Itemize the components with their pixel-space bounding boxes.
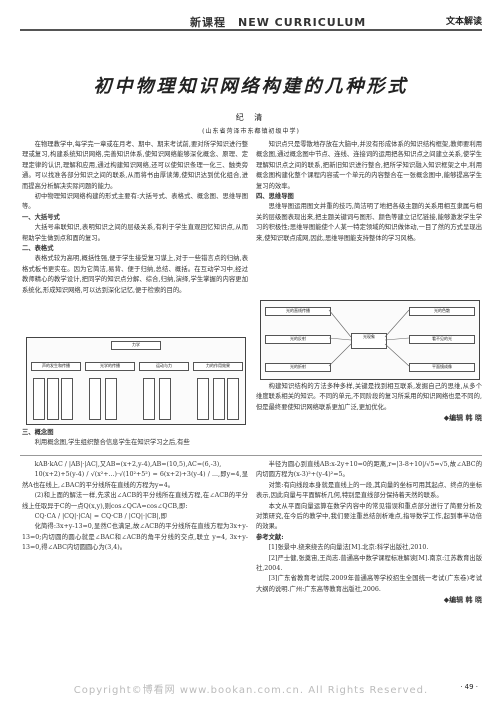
column-math-right: 半径为圆心到直线AB:x-2y+10=0的距离,r=|3-8+10|/√5=√5…: [256, 460, 482, 606]
section-heading: 一、大括号式: [22, 213, 60, 221]
copyright-watermark: Copyright©博看网 www.bookan.com.cn. All Rig…: [73, 685, 429, 696]
tree-branch: 运动与力: [139, 362, 189, 371]
article-separator: [20, 455, 482, 456]
map-connectors: [328, 309, 410, 367]
map-node: 看不见的光: [409, 335, 475, 344]
paragraph: 构建知识结构的方法多种多样,关键是找到相互联系,发掘自己的思维,从多个维度联系相…: [256, 383, 482, 411]
tree-leaf: [61, 378, 73, 420]
paragraph: 本文从平面向量运算在数学内容中的常见错误和重点部分进行了简要分析及对策研究,在今…: [256, 502, 482, 531]
tree-branch: 光学的传播: [85, 362, 135, 371]
reference-item: [3]广东省教育考试院.2009年普通高等学校招生全国统一考试(广东卷)考试大纲…: [256, 575, 482, 593]
paragraph: 半径为圆心到直线AB:x-2y+10=0的距离,r=|3-8+10|/√5=√5…: [256, 461, 482, 479]
references-heading: 参考文献:: [256, 533, 284, 541]
reference-item: [2]严士健,张奠宙,王尚志.普通高中数学课程标准解读[M].南京:江苏教育出版…: [256, 554, 482, 573]
column-left-bottom: 三、概念图 利用概念图,学生组织整合信息学生在知识学习之后,有些: [22, 428, 248, 449]
reference-item: [1]张景中.绕来绕去的向量法[M].北京:科学出版社,2010.: [268, 544, 429, 552]
paragraph: CQ·CA / |CQ|·|CA| = CQ·CB / |CQ|·|CB|,即: [34, 513, 167, 521]
tree-leaf: [213, 378, 225, 420]
paragraph: 知识点只是零散地存放在大脑中,并没有形成体系的知识结构框架,教师要利用概念图,通…: [256, 141, 482, 190]
paragraph: 对策:有向线段本身就是直线上的一段,其向量的坐标可用其起点、终点的坐标表示,因此…: [256, 481, 482, 500]
tree-branch: 声的发生和传播: [31, 362, 81, 371]
journal-name: 新课程 NEW CURRICULUM: [190, 16, 367, 29]
paragraph: (2)和上面的解法一样,先求出∠ACB的平分线所在直线方程,在∠ACB的平分线上…: [22, 492, 248, 510]
paragraph: 表格式较为高明,概括性强,便于学生接受复习谋上,对于一些错言点的归纳,表格式板书…: [22, 255, 248, 294]
column-right-bottom: 构建知识结构的方法多种多样,关键是找到相互联系,发掘自己的思维,从多个维度联系相…: [256, 382, 482, 424]
tree-leaf: [33, 378, 45, 420]
tree-leaf: [47, 378, 59, 420]
figure-mind-map: 光现象 光的直线传播 光的反射 光的折射 光的色散 看不见的光 平面镜成像: [260, 300, 480, 380]
section-name: 文本解读: [445, 17, 482, 27]
article-affiliation: (山东省菏泽市东都镇初级中学): [202, 128, 300, 135]
tree-leaf: [159, 378, 171, 420]
paragraph: 大括号串联知识,表明知识之间的层级关系,有利于学生直观回忆知识点,从而帮助学生做…: [22, 224, 248, 242]
map-node: 光的反射: [265, 335, 331, 344]
map-center: 光现象: [351, 333, 387, 349]
page-number: · 49 ·: [460, 683, 478, 691]
map-node: 光的折射: [265, 363, 331, 372]
header-rule: [20, 29, 482, 31]
paragraph: 利用概念图,学生组织整合信息学生在知识学习之后,有些: [34, 439, 190, 447]
map-node: 平面镜成像: [409, 363, 475, 372]
tree-leaf: [227, 378, 239, 420]
article-title: 初中物理知识网络构建的几种形式: [93, 76, 409, 97]
article-author: 纪 清: [235, 113, 267, 122]
column-math-left: kAB·kAC / |AB|·|AC|,又AB=(x+2,y-4),AB=(10…: [22, 460, 248, 554]
column-right-top: 知识点只是零散地存放在大脑中,并没有形成体系的知识结构框架,教师要利用概念图,通…: [256, 140, 482, 244]
tree-branch: 力的作用效果: [193, 362, 243, 371]
section-heading: 三、概念图: [22, 429, 54, 436]
section-heading: 二、表格式: [22, 245, 54, 253]
page-header: 新课程 NEW CURRICULUM 文本解读: [0, 0, 502, 31]
editor-credit: ◆编辑 韩 晓: [443, 413, 482, 423]
tree-leaf: [89, 378, 101, 420]
tree-root: 力学: [111, 341, 161, 350]
paragraph: 思维导图运用图文并重的技巧,简洁明了地把各级主题的关系用相互隶属与相关的层级图表…: [256, 203, 482, 242]
figure-knowledge-tree: 力学 声的发生和传播 光学的传播 运动与力 力的作用效果: [26, 337, 246, 425]
tree-leaf: [197, 378, 209, 420]
tree-leaf: [105, 378, 117, 420]
section-heading: 四、思维导图: [256, 193, 294, 201]
column-left-top: 在物理教学中,每学完一章或在月考、期中、期末考试前,要对所学知识进行整理或复习,…: [22, 140, 248, 296]
tree-leaf: [143, 378, 155, 420]
editor-credit: ◆编辑 韩 晓: [443, 595, 482, 605]
paragraph: 化简得:3x+y-13=0,显然C也满足,故∠ACB的平分线所在直线方程为3x+…: [22, 523, 248, 552]
map-node: 光的色散: [409, 307, 475, 316]
paragraph: 10(x+2)+5(y-4) / √(x²+...)·√(10²+5²) = 6…: [22, 471, 248, 489]
paragraph: kAB·kAC / |AB|·|AC|,又AB=(x+2,y-4),AB=(10…: [34, 461, 222, 468]
paragraph: 初中物理知识网络构建的形式主要有:大括号式、表格式、概念图、思维导图等。: [22, 193, 248, 211]
paragraph: 在物理教学中,每学完一章或在月考、期中、期末考试前,要对所学知识进行整理或复习,…: [22, 141, 248, 190]
